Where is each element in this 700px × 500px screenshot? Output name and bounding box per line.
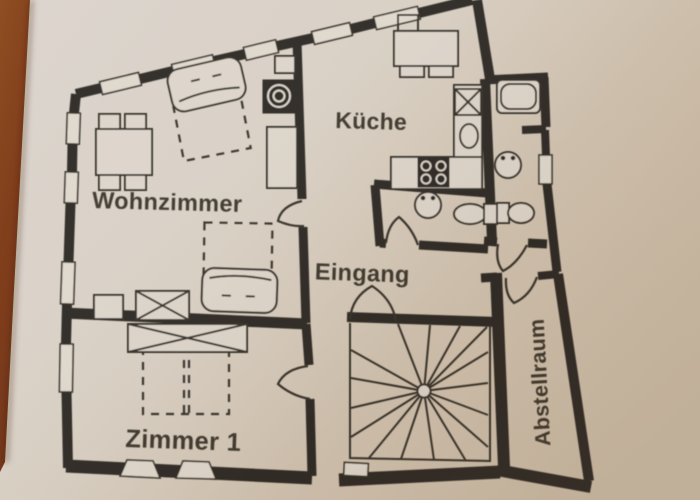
floorplan-svg: Wohnzimmer Küche Eingang Zimmer 1 Abstel… [0, 0, 700, 500]
lighting-overlay [0, 0, 700, 500]
floorplan-photo: Wohnzimmer Küche Eingang Zimmer 1 Abstel… [0, 0, 700, 500]
